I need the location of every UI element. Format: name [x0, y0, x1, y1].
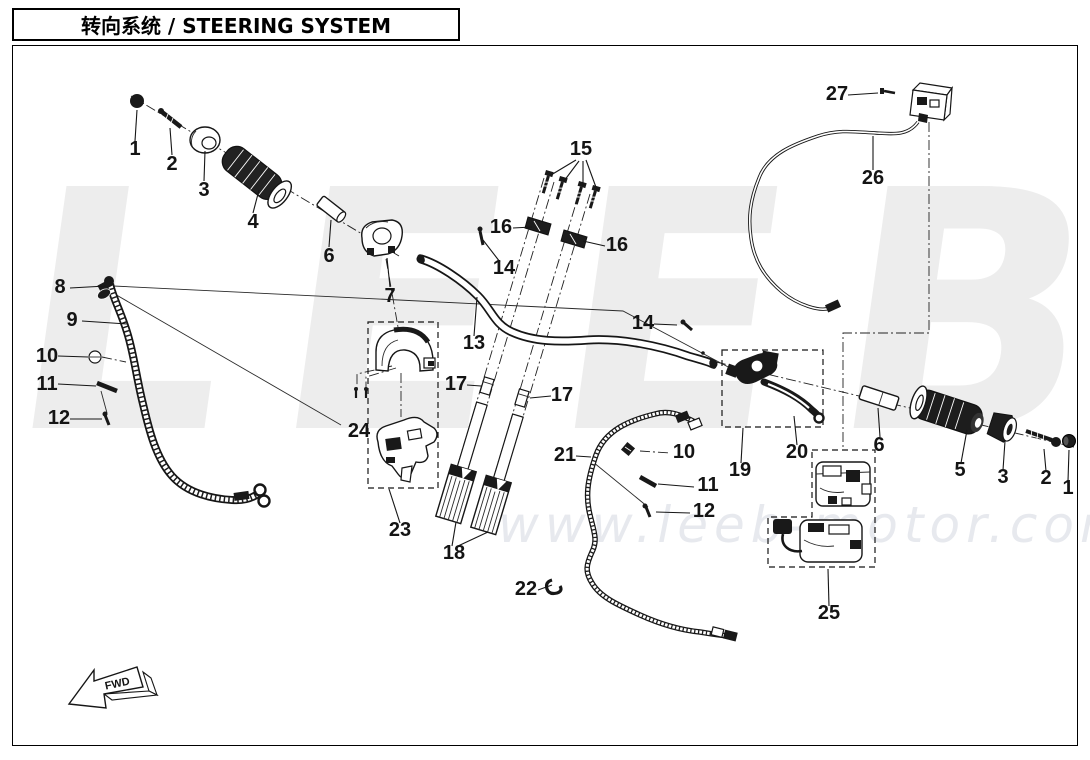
column-bushing-17	[514, 388, 530, 408]
cap-nut-right	[1062, 434, 1076, 448]
callout-15: 15	[570, 138, 592, 160]
callout-26: 26	[862, 167, 884, 189]
bar-mount-bolt-14	[680, 319, 693, 332]
clamp-bolt-15	[555, 175, 568, 200]
callout-7: 7	[384, 285, 395, 307]
callout-19: 19	[729, 459, 751, 481]
handle-grip-right	[909, 385, 984, 435]
spacer-tube-right	[858, 385, 900, 411]
handlebar	[416, 254, 718, 369]
switch-housing-upper	[815, 461, 872, 507]
callout-17-right: 17	[551, 384, 573, 406]
left-grip-parts	[130, 94, 403, 257]
bolt-left	[158, 108, 183, 129]
callout-27: 27	[826, 83, 848, 105]
callout-1-left: 1	[129, 138, 140, 160]
callout-4: 4	[247, 211, 259, 233]
cable-adjuster	[687, 417, 703, 431]
leader-lines	[57, 92, 1070, 607]
column-cover-18	[434, 463, 478, 525]
hose-eyelet-ends	[233, 483, 271, 508]
switch-box	[909, 82, 954, 123]
throttle-housing-upper	[375, 326, 436, 372]
column-clamp-16	[524, 216, 552, 236]
hose-screw-12	[102, 411, 111, 426]
throttle-housing-group	[354, 321, 439, 489]
handlebar-clamp-upper	[361, 219, 403, 257]
fwd-arrow	[67, 666, 144, 709]
callout-14-left: 14	[493, 257, 516, 279]
callout-25: 25	[818, 602, 840, 624]
handle-grip-left	[221, 145, 293, 209]
switch-housing-lower	[773, 519, 863, 563]
callout-6-right: 6	[873, 434, 884, 456]
clamp-bolt-15	[574, 180, 587, 205]
callout-17-left: 17	[445, 373, 467, 395]
callout-labels: 1 2 3 4 6 7 8 9 10 11 12 13 14 15 16 16 …	[36, 83, 1074, 624]
brake-lever-assembly	[721, 349, 825, 428]
wire-connector	[824, 299, 842, 313]
cable-pin-11	[638, 475, 658, 488]
callout-3-left: 3	[198, 179, 209, 201]
cable-adjuster	[674, 410, 690, 423]
callout-2-right: 2	[1040, 467, 1051, 489]
cable-guide-22	[544, 578, 563, 596]
callout-9: 9	[66, 309, 77, 331]
hose-pin-11	[96, 380, 118, 394]
cable-screw-12	[642, 503, 652, 518]
fwd-direction-marker: FWD	[67, 666, 159, 709]
right-grip-parts	[858, 385, 1076, 448]
callout-12-right: 12	[693, 500, 715, 522]
drawing-border	[12, 45, 1078, 746]
fwd-label: FWD	[104, 676, 131, 693]
callout-20: 20	[786, 441, 808, 463]
switch-connector	[773, 519, 792, 534]
callout-3-right: 3	[997, 466, 1008, 488]
callout-10-left: 10	[36, 345, 58, 367]
cap-nut-left	[130, 94, 144, 108]
brake-hose-assembly	[88, 276, 271, 508]
throttle-screw-24	[364, 387, 368, 398]
spacer-tube-left	[316, 195, 347, 223]
callout-1-right: 1	[1062, 477, 1073, 499]
throttle-housing-lower	[376, 416, 438, 483]
switch-bolt-27	[880, 88, 896, 95]
bar-mount-hole	[701, 351, 705, 355]
callout-23: 23	[389, 519, 411, 541]
switch-housing-group	[767, 449, 876, 568]
handlebar-switch-26	[748, 82, 954, 313]
cable-end-cap	[722, 629, 738, 642]
callout-16-left: 16	[490, 216, 512, 238]
hose-banjo-fitting	[97, 276, 114, 300]
bolt-right	[1025, 428, 1061, 447]
column-bushing-17	[479, 376, 495, 396]
grip-end-cap-right	[986, 412, 1018, 443]
callout-8: 8	[54, 276, 65, 298]
throttle-screw-24	[354, 387, 358, 398]
column-cover-18	[469, 474, 513, 536]
callout-6-left: 6	[323, 245, 334, 267]
switch-wire	[781, 533, 803, 553]
callout-18: 18	[443, 542, 465, 564]
callout-10-right: 10	[673, 441, 695, 463]
callout-2-left: 2	[166, 153, 177, 175]
page-title: 转向系统 / STEERING SYSTEM	[80, 14, 392, 38]
callout-21: 21	[554, 444, 576, 466]
callout-24: 24	[348, 420, 371, 442]
callout-11-right: 11	[697, 474, 718, 496]
callout-14-right: 14	[632, 312, 655, 334]
callout-16-right: 16	[606, 234, 628, 256]
callout-12-left: 12	[48, 407, 70, 429]
brake-cable-assembly	[544, 409, 738, 642]
callout-11-left: 11	[36, 373, 57, 395]
callout-13: 13	[463, 332, 485, 354]
callout-5: 5	[954, 459, 965, 481]
callout-22: 22	[515, 578, 537, 600]
column-clamp-16	[560, 229, 588, 249]
title-box: 转向系统 / STEERING SYSTEM	[12, 8, 460, 41]
cable-end-ferrule	[710, 626, 725, 639]
steering-column-assembly	[434, 169, 693, 536]
bar-mount-bolt-14	[477, 226, 485, 246]
